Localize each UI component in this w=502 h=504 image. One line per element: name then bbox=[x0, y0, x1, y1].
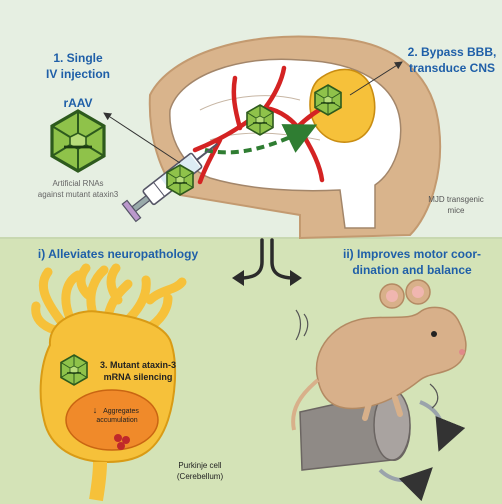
raav-label: rAAV bbox=[63, 96, 92, 110]
outcome2-label-line1: ii) Improves motor coor- bbox=[343, 247, 481, 261]
model-label-line2: mice bbox=[448, 206, 465, 215]
virus-in-cerebellum-icon bbox=[315, 85, 341, 115]
aggregates-label-line2: accumulation bbox=[96, 417, 137, 424]
outcome1-label: i) Alleviates neuropathology bbox=[38, 247, 199, 261]
purkinje-label-line1: Purkinje cell bbox=[178, 461, 221, 470]
virus-in-syringe-icon bbox=[167, 165, 193, 195]
aggregates-label-line1: Aggregates bbox=[103, 408, 139, 415]
step1-label-line2: IV injection bbox=[46, 67, 110, 81]
step3-label-line2: mRNA silencing bbox=[104, 372, 173, 382]
raav-capsid-icon bbox=[52, 111, 104, 171]
purkinje-label-line2: (Cerebellum) bbox=[177, 472, 224, 481]
virus-in-purkinje-icon bbox=[61, 355, 87, 385]
step2-label-line1: 2. Bypass BBB, bbox=[408, 45, 497, 59]
model-label-line1: MJD transgenic bbox=[428, 195, 484, 204]
payload-label-line1: Artificial RNAs bbox=[52, 179, 103, 188]
virus-in-brain-icon bbox=[247, 105, 273, 135]
outcome2-label-line2: dination and balance bbox=[352, 263, 472, 277]
step2-label-line2: transduce CNS bbox=[409, 61, 495, 75]
payload-label-line2: against mutant ataxin3 bbox=[38, 190, 119, 199]
step1-label-line1: 1. Single bbox=[53, 51, 103, 65]
step3-label-line1: 3. Mutant ataxin-3 bbox=[100, 360, 176, 370]
aggregates-arrow-icon: ↓ bbox=[93, 405, 98, 415]
